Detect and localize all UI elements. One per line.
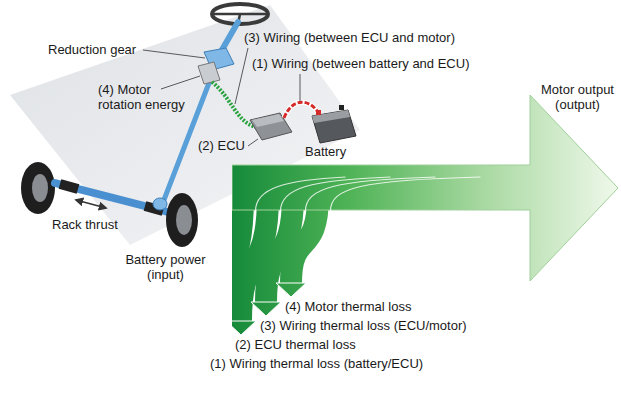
battery-terminal	[339, 105, 344, 110]
output-label: Motor output (output)	[535, 82, 620, 112]
rack-boot	[60, 184, 78, 189]
part-label: Rack thrust	[52, 217, 118, 232]
wheel-rim	[32, 174, 48, 202]
front-wheel	[21, 162, 55, 214]
thrust-arrow	[76, 200, 106, 208]
peel-line	[256, 177, 346, 211]
steering-rack	[55, 183, 168, 212]
loss-label: (4) Motor thermal loss	[285, 299, 411, 314]
front-wheel	[166, 193, 198, 247]
loss-arrowhead	[276, 283, 306, 297]
part-label: Reduction gear	[48, 42, 136, 57]
flow-arrow-shape	[232, 78, 621, 378]
leader-line	[235, 48, 248, 104]
battery-top	[312, 110, 350, 123]
energy-flow-arrow: Motor output (output)	[232, 78, 621, 378]
part-label: (2) ECU	[198, 138, 245, 153]
peel-line	[331, 177, 481, 211]
part-label: Battery	[305, 144, 346, 159]
intermediate-shaft	[162, 70, 214, 205]
ecu-motor-wire	[212, 82, 256, 127]
ecu-top	[252, 114, 284, 127]
motor	[198, 62, 220, 84]
pinion-housing	[153, 198, 167, 210]
part-label: (1) Wiring (between battery and ECU)	[252, 56, 469, 71]
input-label: Battery power (input)	[118, 252, 213, 282]
output-arrow	[232, 95, 618, 281]
leader-line	[300, 74, 301, 101]
loss-label: (3) Wiring thermal loss (ECU/motor)	[260, 318, 467, 333]
leader-line	[143, 50, 205, 58]
loss-arrowhead	[251, 302, 281, 316]
battery	[312, 110, 356, 143]
wheel-rim	[176, 205, 192, 235]
part-label: (3) Wiring (between ECU and motor)	[244, 30, 455, 45]
loss-arrowhead	[232, 321, 256, 335]
leader-line	[248, 139, 258, 146]
loss-label: (2) ECU thermal loss	[235, 337, 356, 352]
peel-line	[306, 177, 436, 211]
peel-line	[281, 177, 391, 211]
loss-label: (1) Wiring thermal loss (battery/ECU)	[210, 356, 423, 371]
part-label: (4) Motor rotation energy	[98, 82, 192, 112]
leader-line	[161, 76, 200, 89]
battery-terminal	[316, 110, 321, 115]
